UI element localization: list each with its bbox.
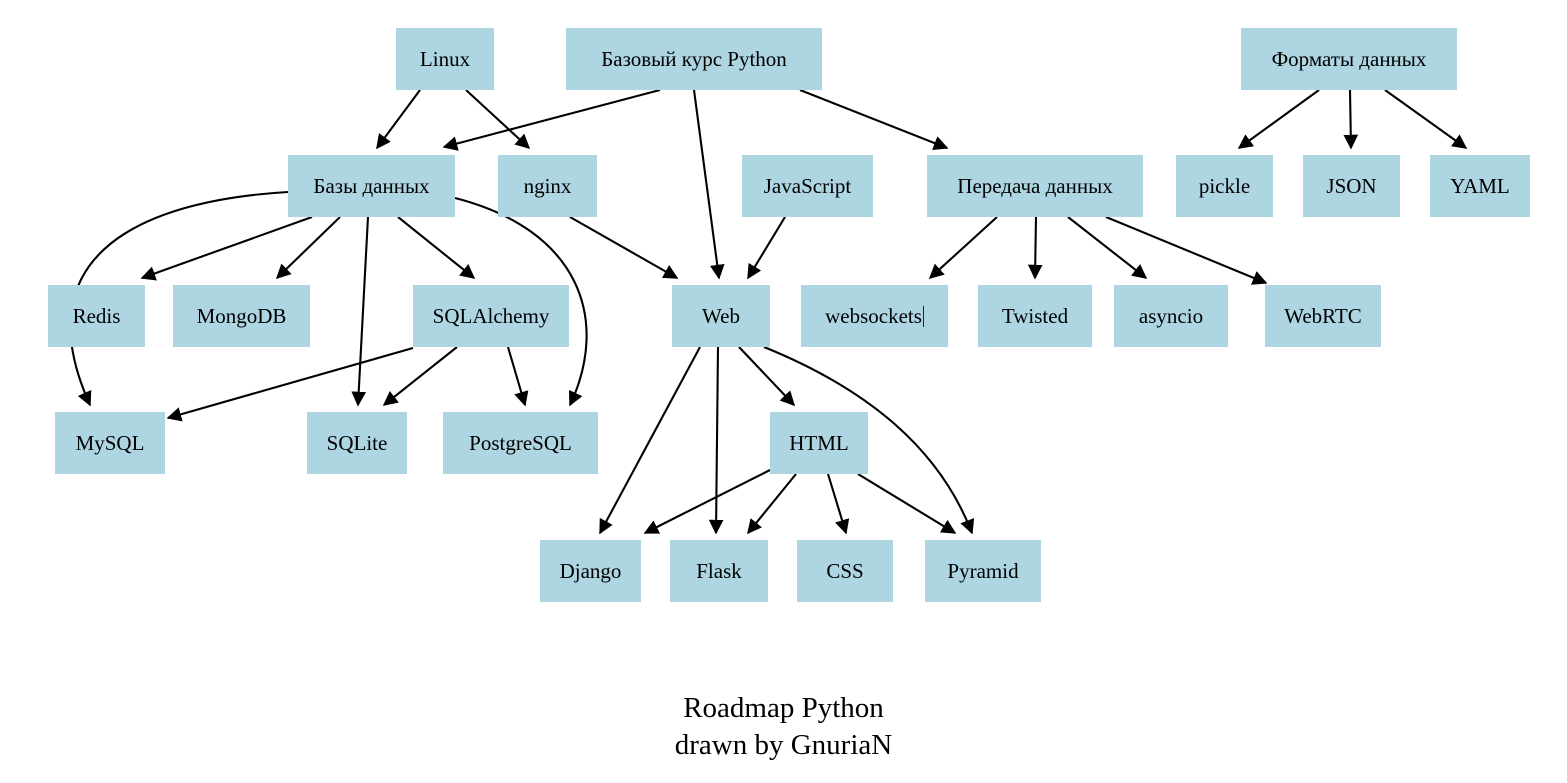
node-nginx[interactable]: nginx: [498, 155, 597, 217]
caption-line-1: Roadmap Python: [683, 692, 884, 724]
node-label-asyncio: asyncio: [1138, 303, 1204, 328]
edge-transfer-to-asyncio: [1067, 216, 1148, 279]
node-formats[interactable]: Форматы данных: [1241, 28, 1457, 90]
node-websockets[interactable]: websockets: [801, 285, 948, 347]
edge-html-to-css: [826, 473, 850, 535]
edge-python-to-web: [692, 89, 725, 280]
node-databases[interactable]: Базы данных: [288, 155, 455, 217]
diagram-caption: Roadmap Python drawn by GnuriaN: [0, 690, 1567, 764]
edge-web-to-flask: [708, 346, 724, 535]
edge-sqlalchemy-to-sqlite: [382, 346, 458, 406]
node-label-flask: Flask: [696, 558, 742, 583]
edge-nginx-to-web: [569, 216, 679, 279]
node-label-nginx: nginx: [523, 173, 572, 198]
node-label-pyramid: Pyramid: [947, 558, 1019, 583]
node-python[interactable]: Базовый курс Python: [566, 28, 822, 90]
edge-transfer-to-websockets: [928, 216, 998, 279]
edge-web-to-django: [599, 346, 701, 535]
edge-linux-to-databases: [376, 89, 421, 150]
caption-line-2: drawn by GnuriaN: [674, 729, 893, 762]
node-yaml[interactable]: YAML: [1430, 155, 1530, 217]
node-label-css: CSS: [826, 558, 864, 583]
node-label-transfer: Передача данных: [957, 173, 1113, 198]
node-label-json: JSON: [1326, 173, 1377, 198]
node-transfer[interactable]: Передача данных: [927, 155, 1143, 217]
node-label-websockets: websockets: [825, 303, 922, 328]
node-web[interactable]: Web: [672, 285, 770, 347]
edge-transfer-to-webrtc: [1105, 216, 1268, 285]
node-label-webrtc: WebRTC: [1284, 303, 1362, 328]
edge-transfer-to-twisted: [1027, 216, 1043, 280]
edge-linux-to-nginx: [465, 89, 531, 149]
node-sqlite[interactable]: SQLite: [307, 412, 407, 474]
node-mysql[interactable]: MySQL: [55, 412, 165, 474]
node-css[interactable]: CSS: [797, 540, 893, 602]
edge-formats-to-yaml: [1384, 89, 1468, 149]
edge-html-to-flask: [747, 473, 797, 535]
node-label-mongodb: MongoDB: [196, 303, 287, 328]
edge-sqlalchemy-to-mysql: [166, 346, 414, 422]
node-postgresql[interactable]: PostgreSQL: [443, 412, 598, 474]
edge-formats-to-json: [1343, 89, 1359, 150]
node-label-twisted: Twisted: [1001, 303, 1069, 328]
node-label-mysql: MySQL: [75, 430, 145, 455]
node-label-web: Web: [702, 303, 740, 328]
edge-html-to-django: [643, 469, 771, 534]
node-label-linux: Linux: [419, 46, 471, 71]
edge-html-to-pyramid: [857, 473, 957, 534]
node-label-django: Django: [559, 558, 622, 583]
node-html[interactable]: HTML: [770, 412, 868, 474]
node-linux[interactable]: Linux: [396, 28, 494, 90]
edge-formats-to-pickle: [1237, 89, 1320, 149]
node-asyncio[interactable]: asyncio: [1114, 285, 1228, 347]
node-redis[interactable]: Redis: [48, 285, 145, 347]
node-label-sqlalchemy: SQLAlchemy: [432, 303, 550, 328]
node-json[interactable]: JSON: [1303, 155, 1400, 217]
node-label-redis: Redis: [72, 303, 121, 328]
edge-databases-to-redis: [140, 216, 313, 281]
node-label-yaml: YAML: [1450, 173, 1510, 198]
node-label-pickle: pickle: [1198, 173, 1251, 198]
node-pickle[interactable]: pickle: [1176, 155, 1273, 217]
edge-python-to-transfer: [799, 89, 949, 150]
edge-javascript-to-web: [747, 216, 786, 280]
node-javascript[interactable]: JavaScript: [742, 155, 873, 217]
node-pyramid[interactable]: Pyramid: [925, 540, 1041, 602]
text-caret: [922, 305, 924, 327]
node-label-formats: Форматы данных: [1271, 46, 1427, 71]
node-twisted[interactable]: Twisted: [978, 285, 1092, 347]
node-flask[interactable]: Flask: [670, 540, 768, 602]
edge-databases-to-mongodb: [275, 216, 341, 280]
node-mongodb[interactable]: MongoDB: [173, 285, 310, 347]
node-django[interactable]: Django: [540, 540, 641, 602]
edge-sqlalchemy-to-postgresql: [506, 346, 529, 407]
edge-databases-to-sqlite: [351, 216, 370, 407]
node-webrtc[interactable]: WebRTC: [1265, 285, 1381, 347]
node-sqlalchemy[interactable]: SQLAlchemy: [413, 285, 569, 347]
node-label-javascript: JavaScript: [763, 173, 852, 198]
node-label-python: Базовый курс Python: [601, 46, 787, 71]
node-label-postgresql: PostgreSQL: [469, 430, 572, 455]
node-label-databases: Базы данных: [313, 173, 430, 198]
node-label-sqlite: SQLite: [326, 430, 388, 455]
edge-python-to-databases: [442, 88, 661, 151]
node-label-html: HTML: [789, 430, 849, 455]
edge-databases-to-sqlalchemy: [397, 216, 476, 279]
edge-web-to-html: [738, 346, 796, 407]
